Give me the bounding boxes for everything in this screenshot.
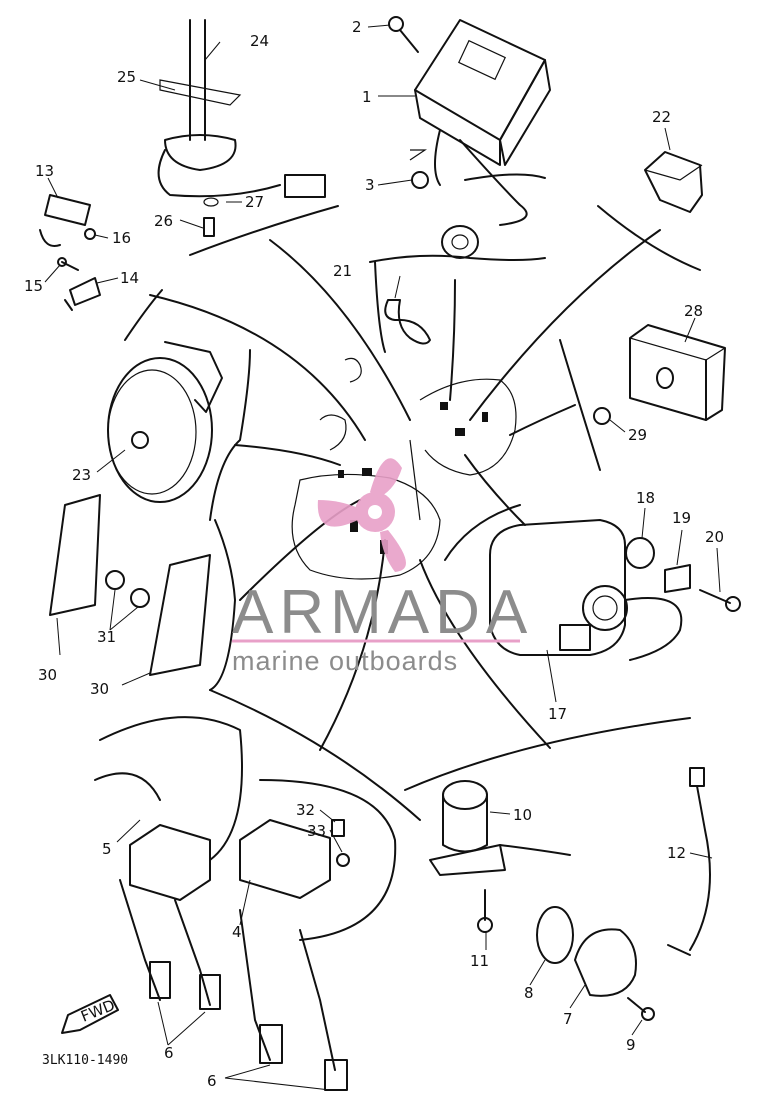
ignition-coil-5 (94, 716, 243, 901)
screw-15 (57, 257, 79, 271)
callout-11: 11 (470, 952, 489, 970)
callout-9: 9 (626, 1036, 636, 1054)
collar-3 (409, 149, 429, 189)
callout-22: 22 (652, 108, 671, 126)
rectifier-cap-22 (644, 151, 703, 213)
watermark-logo (317, 458, 406, 572)
callout-7: 7 (563, 1010, 573, 1028)
callout-1: 1 (362, 88, 372, 106)
callout-30b: 30 (90, 680, 109, 698)
bolt-2 (388, 16, 419, 53)
callout-6b: 6 (207, 1072, 217, 1090)
watermark: ARMADA marine outboards (232, 578, 533, 676)
callout-2: 2 (352, 18, 362, 36)
grommet-18 (625, 537, 655, 569)
bolt-20 (699, 589, 741, 612)
watermark-tagline: marine outboards (232, 646, 458, 676)
callout-6a: 6 (164, 1044, 174, 1062)
sender-14 (64, 277, 101, 311)
callout-24: 24 (250, 32, 269, 50)
nuts-31 (105, 570, 150, 608)
callout-30a: 30 (38, 666, 57, 684)
callout-21: 21 (333, 262, 352, 280)
bolt-11 (477, 889, 493, 933)
fwd-arrow: FWD (61, 994, 119, 1034)
callout-17: 17 (548, 705, 567, 723)
callout-27: 27 (245, 193, 264, 211)
thermoswitch-10 (429, 780, 571, 876)
callout-28: 28 (684, 302, 703, 320)
temperature-sensor (157, 19, 326, 237)
watermark-brand: ARMADA (232, 578, 533, 647)
reflector-30b (149, 554, 211, 676)
callout-16: 16 (112, 229, 131, 247)
callout-18: 18 (636, 489, 655, 507)
callout-19: 19 (672, 509, 691, 527)
washer-16 (84, 228, 96, 240)
bolt-9 (627, 997, 655, 1021)
plate-28 (629, 324, 726, 421)
cdi-unit (414, 19, 551, 259)
callout-4: 4 (232, 923, 242, 941)
callout-10: 10 (513, 806, 532, 824)
reflector-30a (49, 494, 101, 616)
leader-lines (149, 229, 661, 751)
callout-20: 20 (705, 528, 724, 546)
region-separators (124, 205, 701, 821)
ignition-coil-4 (239, 779, 397, 941)
callout-23: 23 (72, 466, 91, 484)
oring-8 (536, 906, 574, 964)
callout-26: 26 (154, 212, 173, 230)
horn-23 (107, 341, 223, 503)
collar-19 (664, 564, 691, 593)
bracket-32-33 (331, 819, 350, 867)
cover-7 (574, 928, 637, 997)
plug-caps-6 (119, 879, 348, 1091)
part-code: 3LK110-1490 (42, 1053, 128, 1068)
callout-15: 15 (24, 277, 43, 295)
pulser-coil-17 (489, 519, 683, 661)
callout-leaders (44, 24, 721, 1091)
callout-29: 29 (628, 426, 647, 444)
callout-numbers: 1 2 3 4 5 6 6 7 8 9 10 11 12 13 14 15 16… (24, 18, 724, 1090)
callout-13: 13 (35, 162, 54, 180)
callout-25: 25 (117, 68, 136, 86)
callout-33: 33 (307, 822, 326, 840)
callout-5: 5 (102, 840, 112, 858)
callout-14: 14 (120, 269, 139, 287)
callout-31: 31 (97, 628, 116, 646)
engine-outline (291, 357, 517, 580)
clamp-21 (384, 299, 431, 345)
lead-wire-12 (667, 767, 711, 956)
callout-32: 32 (296, 801, 315, 819)
grommet-29 (593, 407, 611, 425)
callout-12: 12 (667, 844, 686, 862)
callout-8: 8 (524, 984, 534, 1002)
switch-13 (39, 194, 91, 247)
callout-3: 3 (365, 176, 375, 194)
